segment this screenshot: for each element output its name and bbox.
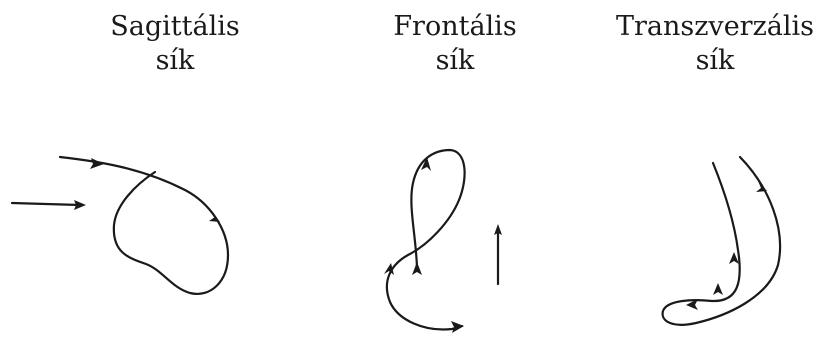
transverse-loop-group — [661, 155, 782, 326]
transverse-loop-arrowhead-4 — [686, 299, 698, 310]
frontal-loop-arrowhead-2 — [412, 262, 422, 275]
transverse-plane-title-line2: sík — [695, 45, 735, 76]
sagittal-loop-group — [10, 155, 230, 295]
sagittal-loop-path — [58, 155, 230, 295]
frontal-plane-title-line1: Frontális — [393, 11, 517, 42]
frontal-loop-arrowhead-4 — [451, 321, 464, 333]
frontal-plane-title-line2: sík — [435, 45, 475, 76]
sagittal-plane-title-line2: sík — [155, 45, 195, 76]
frontal-loop-arrowhead-3 — [384, 263, 394, 275]
frontal-loop-path — [385, 148, 466, 331]
sagittal-direction-arrowhead — [74, 200, 86, 210]
frontal-loop-group — [384, 148, 502, 333]
transverse-loop-arrowhead-3 — [713, 283, 723, 295]
sagittal-plane-title-line1: Sagittális — [110, 11, 240, 42]
frontal-loop-arrowhead-1 — [421, 157, 431, 171]
frontal-direction-arrowhead — [494, 224, 502, 235]
sagittal-loop-arrowhead-1 — [90, 158, 104, 169]
sagittal-plane-title: Sagittális sík — [95, 10, 255, 78]
transverse-loop-arrowhead-2 — [729, 252, 739, 264]
transverse-plane-title-line1: Transzverzális — [615, 11, 815, 42]
transverse-loop-arrowhead-1 — [756, 181, 767, 192]
sagittal-loop-arrowhead-2 — [209, 211, 220, 222]
frontal-plane-title: Frontális sík — [375, 10, 535, 78]
transverse-plane-title: Transzverzális sík — [610, 10, 820, 78]
sagittal-direction-arrow-shaft — [10, 201, 82, 207]
transverse-loop-path — [661, 155, 782, 326]
